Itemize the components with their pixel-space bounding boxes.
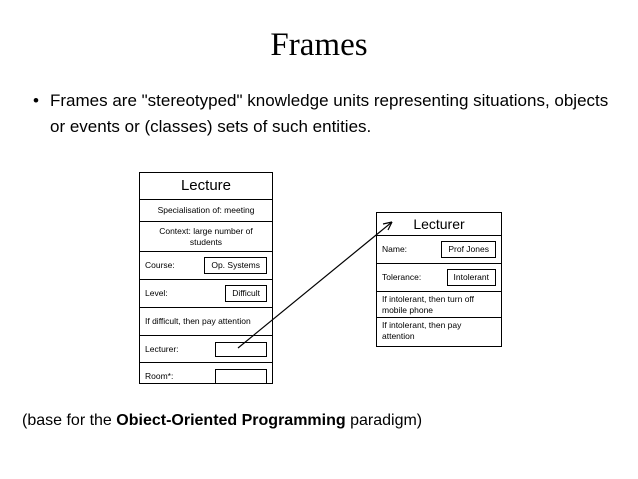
lecturer-slot-rule-mobile: If intolerant, then turn off mobile phon…	[377, 292, 501, 318]
lecturer-slot-rule-attention: If intolerant, then pay attention	[377, 318, 501, 344]
footer-note: (base for the Obiect-Oriented Programmin…	[22, 410, 422, 432]
lecturer-slot-name: Name: Prof Jones	[377, 236, 501, 264]
lecture-slot-lecturer-value[interactable]	[215, 341, 267, 357]
lecture-slot-course: Course: Op. Systems	[140, 252, 272, 280]
lecturer-slot-name-value[interactable]: Prof Jones	[441, 241, 496, 258]
lecture-slot-level-label: Level:	[145, 288, 168, 298]
lecture-slot-course-value[interactable]: Op. Systems	[204, 257, 267, 274]
lecture-slot-course-label: Course:	[145, 260, 175, 270]
lecture-slot-room: Room*:	[140, 363, 272, 390]
bullet-item: • Frames are "stereotyped" knowledge uni…	[22, 88, 622, 140]
lecturer-slot-tolerance-value[interactable]: Intolerant	[446, 269, 496, 286]
lecture-slot-lecturer: Lecturer:	[140, 336, 272, 363]
footer-suffix: paradigm)	[345, 412, 423, 429]
lecture-slot-specialisation-label: Specialisation of: meeting	[157, 205, 255, 215]
lecturer-frame: Lecturer Name: Prof Jones Tolerance: Int…	[376, 212, 502, 347]
bullet-marker: •	[33, 91, 39, 110]
bullet-text: Frames are "stereotyped" knowledge units…	[50, 91, 609, 136]
lecture-frame-title: Lecture	[140, 173, 272, 200]
lecture-slot-room-value[interactable]	[215, 369, 267, 384]
lecturer-slot-rule-mobile-label: If intolerant, then turn off mobile phon…	[382, 293, 474, 315]
lecturer-slot-rule-attention-label: If intolerant, then pay attention	[382, 320, 462, 341]
lecture-frame: Lecture Specialisation of: meeting Conte…	[139, 172, 273, 384]
lecture-slot-specialisation: Specialisation of: meeting	[140, 200, 272, 222]
lecture-slot-level: Level: Difficult	[140, 280, 272, 308]
footer-prefix: (base for the	[22, 412, 117, 429]
lecturer-slot-name-label: Name:	[382, 244, 408, 254]
lecture-slot-context-label: Context: large number of students	[159, 225, 253, 247]
lecturer-slot-tolerance-label: Tolerance:	[382, 272, 422, 282]
lecturer-frame-title: Lecturer	[377, 213, 501, 236]
lecture-slot-rule: If difficult, then pay attention	[140, 308, 272, 336]
lecture-slot-context: Context: large number of students	[140, 222, 272, 252]
lecturer-slot-tolerance: Tolerance: Intolerant	[377, 264, 501, 292]
page-title: Frames	[270, 27, 368, 63]
lecture-slot-lecturer-label: Lecturer:	[145, 343, 179, 354]
lecture-slot-rule-label: If difficult, then pay attention	[145, 316, 251, 326]
lecture-slot-room-label: Room*:	[145, 371, 174, 381]
footer-bold: Obiect-Oriented Programming	[116, 412, 346, 429]
lecture-slot-level-value[interactable]: Difficult	[225, 285, 267, 302]
